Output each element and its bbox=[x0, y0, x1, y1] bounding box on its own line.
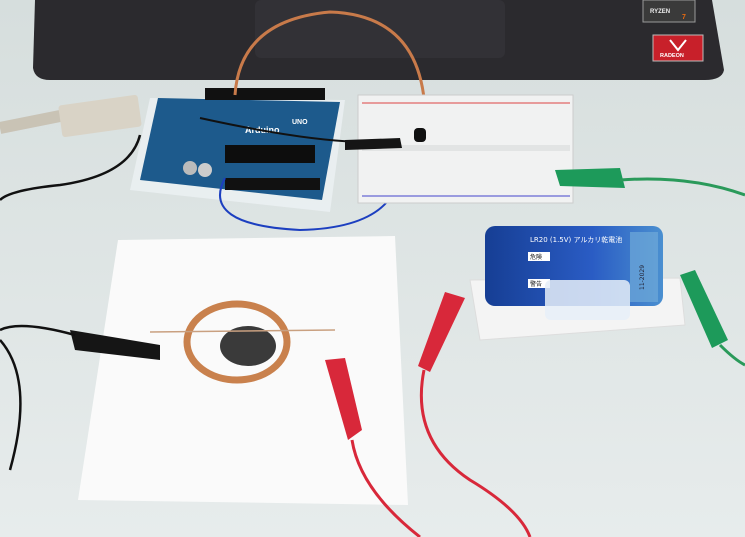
copper-wire bbox=[233, 10, 427, 111]
black-wire-left bbox=[0, 324, 76, 471]
magnet-disc bbox=[220, 326, 276, 366]
breadboard bbox=[357, 94, 574, 204]
red-wire-battery bbox=[419, 369, 532, 537]
ryzen-model: 7 bbox=[682, 14, 686, 21]
battery-warning-2: 警告 bbox=[530, 280, 542, 288]
arduino-model: UNO bbox=[292, 119, 308, 126]
battery-warning-1: 危険 bbox=[530, 253, 542, 261]
red-clip-battery bbox=[418, 292, 465, 372]
radeon-sticker: RADEON bbox=[652, 34, 704, 62]
black-clip-left bbox=[70, 330, 160, 360]
battery-label: LR20 (1.5V) アルカリ乾電池 bbox=[530, 235, 622, 244]
ryzen-text: RYZEN bbox=[650, 9, 670, 15]
green-clip-battery bbox=[680, 270, 728, 348]
radeon-text: RADEON bbox=[660, 53, 684, 59]
black-clip-top bbox=[345, 138, 402, 150]
laptop: RYZEN 7 RADEON bbox=[33, 0, 724, 80]
usb-plug bbox=[58, 94, 142, 138]
black-wire-arduino bbox=[0, 134, 142, 201]
coil-lead bbox=[149, 329, 336, 333]
battery-date-code: 11-2029 bbox=[639, 265, 646, 290]
arduino-board: Arduino UNO bbox=[130, 88, 345, 212]
green-clip-top bbox=[555, 168, 625, 188]
red-clip-coil bbox=[325, 358, 362, 440]
battery-holder: LR20 (1.5V) アルカリ乾電池 危険 警告 11-2029 bbox=[469, 226, 686, 341]
paper-sheet bbox=[78, 236, 408, 505]
copper-coil bbox=[183, 300, 291, 384]
green-wire-battery bbox=[718, 343, 745, 367]
green-wire-top bbox=[619, 177, 745, 197]
usb-cable bbox=[0, 110, 62, 134]
ryzen-sticker: RYZEN 7 bbox=[642, 0, 696, 23]
red-wire-coil bbox=[350, 439, 421, 537]
transistor bbox=[414, 128, 426, 142]
